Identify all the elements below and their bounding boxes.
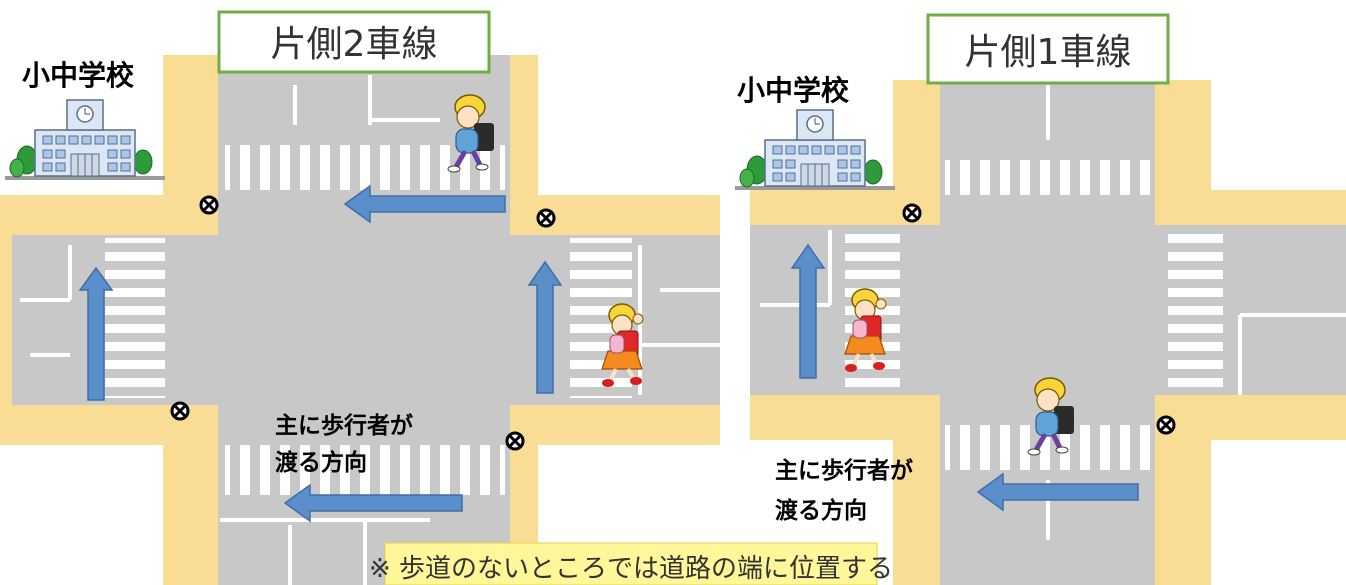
crossing-arrow-bottom: [283, 483, 463, 523]
position-marker-icon: [536, 208, 556, 228]
position-marker-icon: [902, 203, 922, 223]
position-marker-icon: [1156, 415, 1176, 435]
lane-label-box: [926, 13, 1170, 85]
lane-label: 片側2車線: [271, 24, 438, 65]
crosswalk-bottom: [225, 445, 505, 495]
crossing-label-line2: 渡る方向: [775, 497, 867, 524]
position-marker-icon: [199, 195, 219, 215]
crossing-arrow-top: [343, 184, 506, 224]
note-text: ※ 歩道のないところでは道路の端に位置する: [369, 554, 893, 584]
crossing-arrow-right: [527, 260, 563, 394]
crosswalk-top: [945, 160, 1150, 195]
diagram-two-lane: 小中学校 片側2車線 主に歩行者が 渡る方向: [0, 10, 720, 585]
crossing-label-line1: 主に歩行者が: [275, 412, 413, 439]
school-building-icon: [4, 99, 166, 181]
crossing-arrow-left: [78, 266, 114, 401]
lane-label: 片側1車線: [965, 32, 1132, 73]
crossing-arrow-left: [790, 243, 826, 379]
road-horizontal: [750, 225, 1346, 395]
school-building-icon: [734, 109, 896, 191]
position-marker-icon: [170, 401, 190, 421]
school-label: 小中学校: [22, 59, 135, 92]
crossing-label-line2: 渡る方向: [275, 449, 367, 476]
note-box: [384, 542, 878, 585]
school-label: 小中学校: [737, 74, 850, 107]
diagram-one-lane: 小中学校 片側1車線 主に歩行者が 渡る方向: [734, 13, 1346, 585]
crosswalk-left: [105, 238, 165, 398]
position-marker-icon: [505, 431, 525, 451]
crossing-label-line1: 主に歩行者が: [775, 457, 913, 484]
lane-label-box: [217, 10, 491, 74]
crosswalk-right: [1168, 228, 1223, 393]
crossing-arrow-bottom: [976, 472, 1139, 512]
